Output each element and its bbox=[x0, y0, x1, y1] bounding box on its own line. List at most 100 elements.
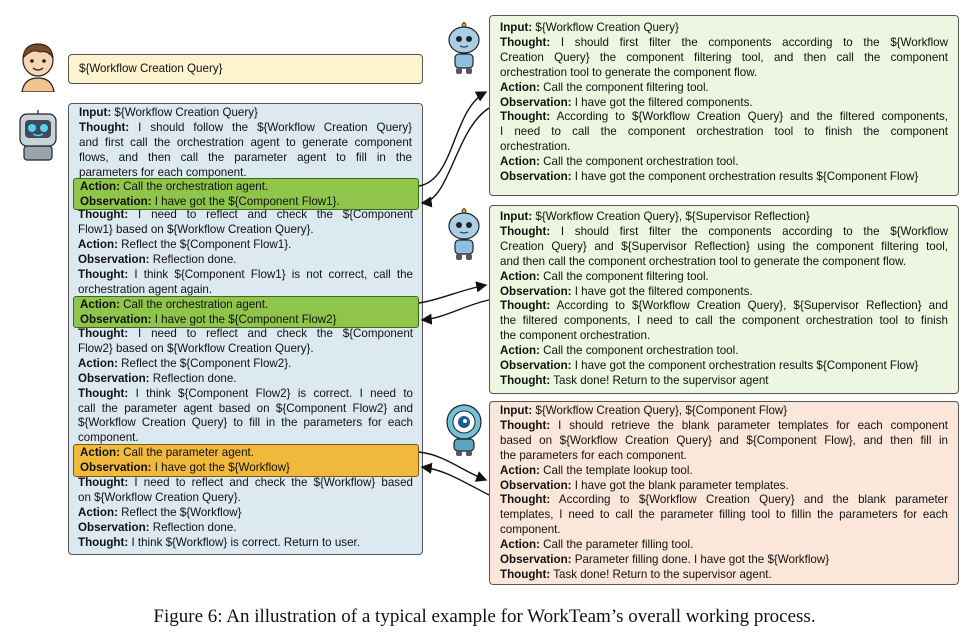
text-line: Input: ${Workflow Creation Query} bbox=[79, 106, 412, 121]
line-text: ${Workflow Creation Query}, ${Component … bbox=[532, 404, 788, 417]
line-label: Action: bbox=[500, 80, 540, 94]
line-text: I think ${Component Flow1} is not correc… bbox=[128, 267, 413, 281]
line-text: based on ${Workflow Creation Query} and … bbox=[500, 433, 948, 447]
text-line: I need to call the component orchestrati… bbox=[500, 125, 948, 140]
text-line: Thought: I think ${Workflow} is correct.… bbox=[78, 536, 413, 551]
orchestration-robot-icon bbox=[448, 22, 480, 74]
line-text: Flow2} based on ${Workflow Creation Quer… bbox=[78, 341, 314, 355]
line-text: I need to call the component orchestrati… bbox=[500, 125, 948, 139]
text-line: component. bbox=[500, 523, 948, 538]
line-text: Reflection done. bbox=[149, 371, 237, 385]
line-label: Thought: bbox=[78, 535, 129, 549]
arrow-from-parameter bbox=[420, 462, 490, 496]
line-text: Call the component filtering tool. bbox=[539, 80, 709, 94]
parameter-agent-box: Input: ${Workflow Creation Query}, ${Com… bbox=[489, 401, 959, 585]
line-text: Call the parameter agent. bbox=[119, 446, 254, 459]
text-line: Thought: I need to reflect and check the… bbox=[78, 327, 413, 342]
line-label: Observation: bbox=[78, 371, 150, 385]
user-query-text: ${Workflow Creation Query} bbox=[79, 62, 223, 75]
line-label: Action: bbox=[78, 356, 118, 370]
line-label: Thought: bbox=[500, 418, 551, 432]
line-label: Action: bbox=[80, 298, 120, 311]
text-line: Thought: I should retrieve the blank par… bbox=[500, 419, 948, 434]
arrow-to-parameter bbox=[418, 451, 488, 482]
line-text: orchestration. bbox=[500, 140, 571, 154]
line-label: Action: bbox=[78, 505, 118, 519]
band-2-lines: Action: Call the orchestration agent.Obs… bbox=[80, 298, 412, 327]
line-text: and first call the orchestration agent t… bbox=[79, 135, 412, 149]
line-text: component. bbox=[500, 523, 561, 537]
arrow-from-orchestration-1 bbox=[420, 107, 490, 208]
text-line: flows, and then call the parameter agent… bbox=[79, 151, 412, 166]
line-text: Reflection done. bbox=[149, 252, 237, 266]
text-line: Thought: I think ${Component Flow1} is n… bbox=[78, 268, 413, 283]
orchestration-agent-box-2: Input: ${Workflow Creation Query}, ${Sup… bbox=[489, 205, 959, 394]
user-query-box: ${Workflow Creation Query} bbox=[68, 54, 423, 84]
line-text: Parameter filling done. I have got the $… bbox=[571, 553, 830, 567]
line-label: Observation: bbox=[500, 95, 572, 109]
line-text: the filtered components, I need to call … bbox=[500, 314, 948, 328]
text-line: Thought: I need to reflect and check the… bbox=[78, 208, 413, 223]
text-line: Action: Reflect the ${Component Flow2}. bbox=[78, 357, 413, 372]
text-line: Action: Reflect the ${Component Flow1}. bbox=[78, 238, 413, 253]
line-label: Action: bbox=[80, 446, 120, 459]
supervisor-robot-icon bbox=[19, 110, 57, 161]
line-label: Observation: bbox=[80, 460, 152, 474]
text-line: Observation: I have got the component or… bbox=[500, 170, 948, 185]
line-label: Input: bbox=[500, 210, 533, 223]
line-label: Observation: bbox=[78, 520, 150, 534]
line-text: the component orchestration. bbox=[500, 329, 651, 343]
text-line: Thought: According to ${Workflow Creatio… bbox=[500, 299, 948, 314]
line-label: Observation: bbox=[78, 252, 150, 266]
line-text: call the parameter agent based on ${Comp… bbox=[78, 401, 413, 415]
line-label: Thought: bbox=[500, 110, 551, 124]
line-text: I should first filter the components acc… bbox=[550, 35, 948, 49]
line-text: component. bbox=[78, 431, 139, 445]
text-line: Action: Call the orchestration agent. bbox=[80, 298, 412, 313]
line-text: I need to reflect and check the ${Compon… bbox=[128, 327, 413, 340]
line-text: Call the orchestration agent. bbox=[119, 180, 269, 193]
text-line: Flow2} based on ${Workflow Creation Quer… bbox=[78, 342, 413, 357]
line-text: Call the parameter filling tool. bbox=[539, 538, 694, 552]
figure-caption: Figure 6: An illustration of a typical e… bbox=[153, 606, 816, 627]
line-label: Action: bbox=[500, 538, 540, 552]
text-line: component. bbox=[78, 431, 413, 446]
line-label: Observation: bbox=[500, 553, 572, 567]
line-label: Observation: bbox=[80, 194, 152, 208]
line-label: Action: bbox=[78, 237, 118, 251]
line-text: Task done! Return to the supervisor agen… bbox=[550, 373, 769, 387]
line-text: the parameters for each component. bbox=[500, 448, 687, 462]
text-line: Thought: I think ${Component Flow2} is c… bbox=[78, 387, 413, 402]
orchestration-robot-icon-2 bbox=[448, 208, 480, 260]
text-line: Thought: I should first filter the compo… bbox=[500, 225, 948, 240]
text-line: Thought: According to ${Workflow Creatio… bbox=[500, 110, 948, 125]
line-text: flows, and then call the parameter agent… bbox=[79, 150, 412, 164]
line-text: Flow1} based on ${Workflow Creation Quer… bbox=[78, 222, 314, 236]
line-text: Call the template lookup tool. bbox=[539, 463, 693, 477]
line-label: Observation: bbox=[500, 478, 572, 492]
line-text: I should first filter the components acc… bbox=[550, 224, 948, 238]
line-label: Action: bbox=[500, 155, 540, 169]
line-label: Input: bbox=[500, 21, 533, 34]
text-line: orchestration. bbox=[500, 140, 948, 155]
text-line: ${Workflow Creation Query} to fill in th… bbox=[78, 416, 413, 431]
text-line: Creation Query} and ${Supervisor Reflect… bbox=[500, 240, 948, 255]
line-label: Action: bbox=[500, 463, 540, 477]
action-band-orchestration-2: Action: Call the orchestration agent.Obs… bbox=[73, 296, 419, 328]
line-text: Creation Query} and ${Supervisor Reflect… bbox=[500, 239, 948, 253]
arrow-from-orchestration-2 bbox=[420, 299, 490, 325]
line-text: Reflect the ${Component Flow2}. bbox=[117, 356, 292, 370]
orch-1-lines: Input: ${Workflow Creation Query} Thought… bbox=[500, 21, 948, 185]
line-text: Call the orchestration agent. bbox=[119, 298, 269, 311]
text-line: Input: ${Workflow Creation Query} bbox=[500, 21, 948, 36]
action-band-parameter: Action: Call the parameter agent.Observa… bbox=[73, 444, 419, 477]
line-label: Input: bbox=[79, 106, 112, 119]
line-text: According to ${Workflow Creation Query} … bbox=[550, 493, 948, 507]
line-text: Reflect the ${Workflow} bbox=[117, 505, 242, 519]
text-line: orchestration tool to generate the compo… bbox=[500, 66, 948, 81]
text-line: Thought: Task done! Return to the superv… bbox=[500, 568, 948, 583]
text-line: templates, I need to call the parameter … bbox=[500, 508, 948, 523]
text-line: orchestration agent again. bbox=[78, 283, 413, 298]
line-text: parameters for each component. bbox=[79, 165, 247, 179]
line-label: Thought: bbox=[78, 327, 129, 340]
